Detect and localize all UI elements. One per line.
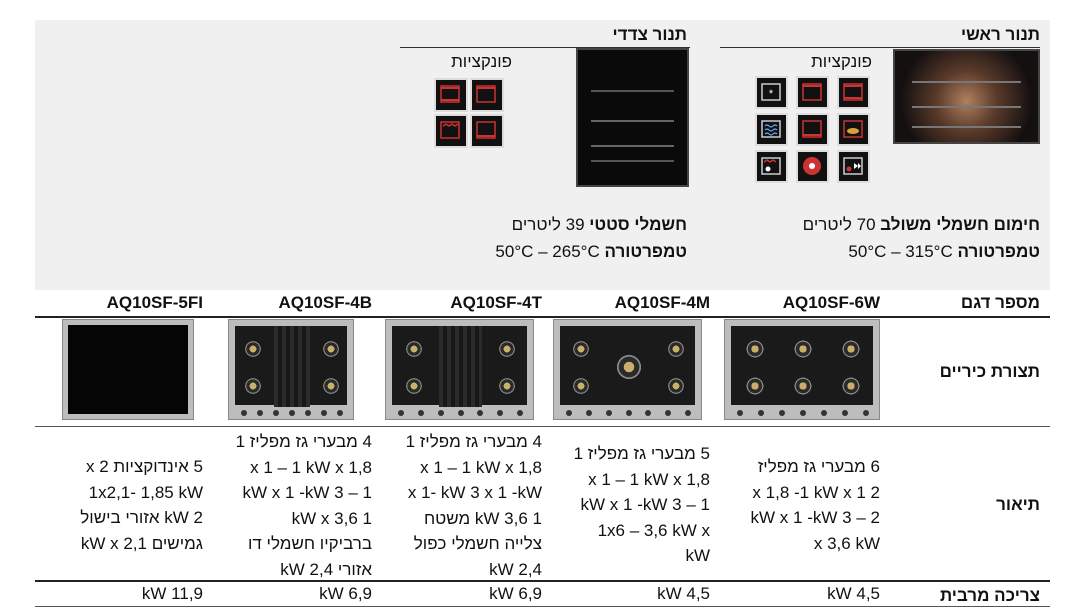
side-oven-temp-line: טמפרטורה 50°C – 265°C xyxy=(495,242,687,262)
top-heat-icon xyxy=(796,76,829,109)
side-oven-heating-line: חשמלי סטטי 39 ליטרים xyxy=(512,215,687,235)
description-line: 1,8 x 1 – 1 kW x xyxy=(588,469,710,489)
description-line: 4 מבערי גז מפליז 1 xyxy=(235,432,372,451)
row-label-description: תיאור xyxy=(996,495,1040,514)
main-oven-title: תנור ראשי xyxy=(960,25,1040,44)
svg-text:*: * xyxy=(769,88,774,100)
description-line: x 3,6 kW xyxy=(813,533,880,553)
description-line: צלייה חשמלי כפול xyxy=(413,534,542,553)
description-line: 4 מבערי גז מפליז 1 xyxy=(405,432,542,451)
side-oven-temp-label: טמפרטורה xyxy=(604,242,687,261)
rotisserie-icon xyxy=(837,113,870,146)
description-line: 1 3,6 kW x xyxy=(291,508,372,528)
model-number: AQ10SF-4M xyxy=(614,293,710,312)
row-label-hob: תצורת כיריים xyxy=(939,362,1040,381)
main-oven-photo xyxy=(893,49,1040,144)
description-line: 1 – 3 kW x 1 -kW xyxy=(242,483,372,502)
main-oven-temp-label: טמפרטורה xyxy=(957,242,1040,261)
side-oven-title: תנור צדדי xyxy=(612,25,687,44)
description-line: x 1- kW 3 x 1 -kW xyxy=(407,483,542,502)
fan-icon xyxy=(796,150,829,183)
four-burner-teppan-cooktop-icon xyxy=(385,319,534,420)
four-burner-barbecue-cooktop-icon xyxy=(228,319,354,420)
table-line-top xyxy=(35,316,1050,318)
side-oven-capacity: 39 ליטרים xyxy=(511,215,585,234)
side-oven-temp-range: 50°C – 265°C xyxy=(495,242,600,261)
side-oven-heating-label: חשמלי סטטי xyxy=(589,215,687,234)
main-oven-heating-label: חימום חשמלי משולב xyxy=(880,215,1040,234)
bottom-heat-icon xyxy=(470,114,504,148)
oven-info-panel xyxy=(35,20,1050,290)
main-oven-functions-label: פונקציות xyxy=(811,52,872,71)
top-bottom-heat-icon xyxy=(434,78,468,112)
bottom-heat-icon xyxy=(796,113,829,146)
side-oven-photo xyxy=(576,48,689,187)
description-line: 1x2,1- 1,85 kW xyxy=(88,482,203,502)
snowflake-fan-icon: * xyxy=(755,76,788,109)
fan-grill-icon xyxy=(755,150,788,183)
thermo-fan-icon xyxy=(837,150,870,183)
description-line: 1,8 x 1 – 1 kW x xyxy=(250,457,372,477)
table-line-after-hob xyxy=(35,426,1050,427)
max-consumption: 4,5 kW xyxy=(827,584,880,603)
row-label-consumption: צריכה מרבית xyxy=(939,586,1040,605)
description-line: 5 מבערי גז מפליז 1 xyxy=(573,444,710,464)
table-line-bottom xyxy=(35,606,1050,607)
model-number: AQ10SF-6W xyxy=(782,293,880,312)
grill-icon xyxy=(434,114,468,148)
description-line: אזורי 2,4 kW xyxy=(280,559,372,579)
model-number: AQ10SF-4B xyxy=(278,293,372,312)
six-burner-cooktop-icon xyxy=(724,319,880,420)
model-number: AQ10SF-4T xyxy=(450,293,542,312)
convection-icon xyxy=(755,113,788,146)
max-consumption: 6,9 kW xyxy=(319,584,372,603)
description-line: 2 x 1,8 -1 kW x 1 xyxy=(752,482,880,502)
description-line: 2 kW אזורי בישול xyxy=(80,508,203,527)
description-line: 5 אינדוקציות 2 x xyxy=(85,457,203,476)
row-label-model: מספר דגם xyxy=(960,293,1040,312)
max-consumption: 4,5 kW xyxy=(657,584,710,603)
main-oven-title-divider xyxy=(720,47,1040,48)
description-line: 1 3,6 kW משטח xyxy=(423,508,542,528)
description-line: kW xyxy=(685,546,710,566)
description-line: 1x6 – 3,6 kW x xyxy=(597,520,710,540)
main-oven-heating-line: חימום חשמלי משולב 70 ליטרים xyxy=(803,215,1040,235)
top-heat-icon xyxy=(470,78,504,112)
description-line: ברביקיו חשמלי דו xyxy=(247,534,372,553)
main-oven-capacity: 70 ליטרים xyxy=(802,215,876,234)
main-oven-temp-range: 50°C – 315°C xyxy=(848,242,953,261)
main-oven-temp-line: טמפרטורה 50°C – 315°C xyxy=(848,242,1040,262)
description-line: 2,4 kW xyxy=(489,559,542,579)
table-line-before-consumption xyxy=(35,580,1050,582)
description-line: 6 מבערי גז מפליז xyxy=(757,457,880,476)
induction-cooktop-icon xyxy=(62,319,194,420)
description-line: גמישים 2,1 kW x xyxy=(80,533,203,553)
top-bottom-heat-icon xyxy=(837,76,870,109)
description-line: 1,8 x 1 – 1 kW x xyxy=(420,457,542,477)
five-burner-cooktop-icon xyxy=(553,319,702,420)
side-oven-functions-label: פונקציות xyxy=(451,52,512,71)
description-line: 1 – 3 kW x 1 -kW xyxy=(580,495,710,515)
description-line: 2 – 3 kW x 1 -kW xyxy=(750,508,880,527)
model-number: AQ10SF-5FI xyxy=(106,293,203,312)
max-consumption: 6,9 kW xyxy=(489,584,542,603)
side-oven-title-divider xyxy=(400,47,690,48)
max-consumption: 11,9 kW xyxy=(141,584,203,603)
